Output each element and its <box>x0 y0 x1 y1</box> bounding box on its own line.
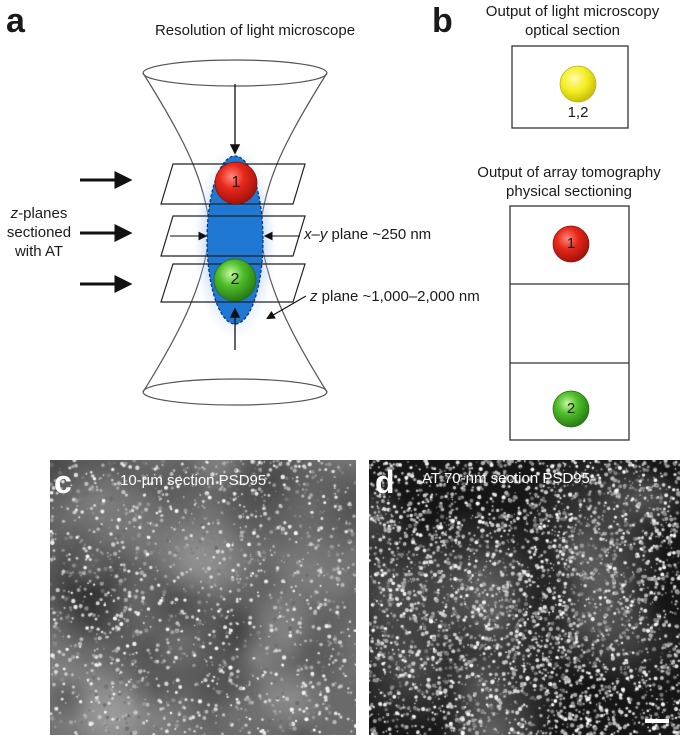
array-red-dot <box>552 225 590 263</box>
z-plane-label: z plane ~1,000–2,000 nm <box>310 288 480 305</box>
array-green-dot-label: 2 <box>566 400 576 417</box>
panel-c-letter: c <box>54 464 72 500</box>
red-dot-label: 1 <box>231 174 241 191</box>
panel-a-title: Resolution of light microscope <box>154 22 356 39</box>
panel-a-letter: a <box>6 2 25 40</box>
xy-rest: plane ~250 nm <box>327 226 432 243</box>
green-dot <box>213 258 257 302</box>
panel-b-letter: b <box>432 2 453 40</box>
optical-title-line1: Output of light microscopy <box>485 3 660 20</box>
green-dot-label: 2 <box>230 271 240 288</box>
yellow-dot <box>559 65 597 103</box>
zplanes-rest: -planes <box>18 205 68 222</box>
micrograph-d-image <box>369 460 680 735</box>
optical-title-line2: optical section <box>524 22 621 39</box>
array-green-dot <box>552 390 590 428</box>
optical-section-title: Output of light microscopy optical secti… <box>460 2 685 40</box>
yellow-dot-label: 1,2 <box>567 104 589 121</box>
zplanes-label: z-planes sectioned with AT <box>0 204 78 261</box>
z-planes <box>160 163 306 303</box>
z-italic: z <box>310 288 318 305</box>
z-plane-middle <box>160 215 306 257</box>
xy-plane-label: x–y plane ~250 nm <box>304 226 431 243</box>
red-dot <box>214 161 258 205</box>
panel-c-caption: 10-µm section PSD95 <box>120 472 267 489</box>
left-arrows <box>80 171 133 293</box>
panel-d-letter: d <box>375 464 395 500</box>
micrograph-c: c 10-µm section PSD95 <box>50 460 356 735</box>
zplanes-line2: sectioned <box>6 224 72 241</box>
panel-d-caption: AT 70-nm section PSD95 <box>422 470 590 487</box>
micrograph-c-image <box>50 460 356 735</box>
array-title-line2: physical sectioning <box>506 183 632 200</box>
array-tomography-title: Output of array tomography physical sect… <box>455 163 683 201</box>
zplanes-line3: with AT <box>14 243 64 260</box>
z-plane-bottom <box>160 263 306 303</box>
z-rest: plane ~1,000–2,000 nm <box>317 288 480 305</box>
z-arrow <box>266 295 307 320</box>
zplanes-italic: z <box>10 205 19 222</box>
xy-italic: x–y <box>304 226 328 243</box>
z-plane-top <box>160 163 306 205</box>
scale-bar <box>645 719 669 723</box>
micrograph-d: d AT 70-nm section PSD95 <box>369 460 680 735</box>
array-red-dot-label: 1 <box>566 235 576 252</box>
array-title-line1: Output of array tomography <box>477 164 661 181</box>
